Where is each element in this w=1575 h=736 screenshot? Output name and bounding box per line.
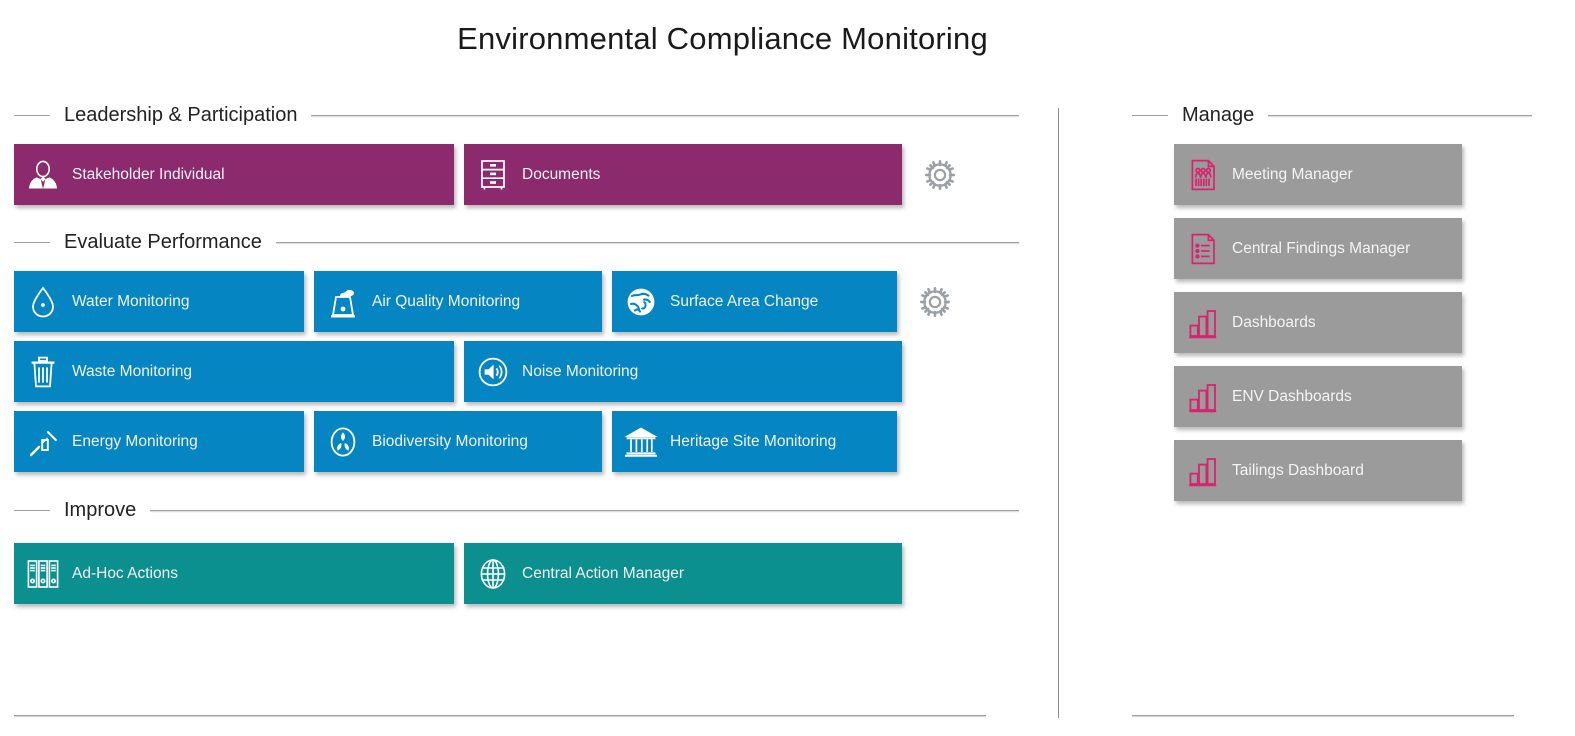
right-column: Manage Me xyxy=(1132,98,1532,514)
tile-biodiversity-monitoring[interactable]: Biodiversity Monitoring xyxy=(314,411,602,472)
leaves-icon xyxy=(314,425,372,459)
rule-long xyxy=(275,241,1019,243)
tile-label: Meeting Manager xyxy=(1232,165,1353,183)
tile-row: Energy Monitoring Biodiversity Monitorin… xyxy=(14,411,1019,472)
rule-long xyxy=(1268,114,1532,116)
tile-central-findings-manager[interactable]: Central Findings Manager xyxy=(1174,218,1462,279)
section-header-improve: Improve xyxy=(14,493,1019,527)
power-plug-icon xyxy=(14,425,72,459)
tile-label: Documents xyxy=(522,165,601,183)
rule-short xyxy=(14,509,50,511)
meeting-document-icon xyxy=(1174,158,1232,192)
tile-energy-monitoring[interactable]: Energy Monitoring xyxy=(14,411,304,472)
binders-icon xyxy=(14,557,72,591)
globe-grid-icon xyxy=(464,557,522,591)
section-header-leadership: Leadership & Participation xyxy=(14,98,1019,132)
rule-short xyxy=(1132,114,1168,116)
tile-meeting-manager[interactable]: Meeting Manager xyxy=(1174,144,1462,205)
tile-label: Ad-Hoc Actions xyxy=(72,564,178,582)
section-label: Evaluate Performance xyxy=(64,231,262,253)
rule-long xyxy=(150,509,1019,511)
tile-air-quality-monitoring[interactable]: Air Quality Monitoring xyxy=(314,271,602,332)
left-column: Leadership & Participation Stakeholder I… xyxy=(14,98,1019,604)
tile-row: Waste Monitoring Noise Monitoring xyxy=(14,341,1019,402)
filing-cabinet-icon xyxy=(464,158,522,192)
water-drop-icon xyxy=(14,285,72,319)
section-label: Manage xyxy=(1182,104,1255,126)
bar-chart-icon xyxy=(1174,455,1232,487)
tile-label: Water Monitoring xyxy=(72,292,190,310)
tile-label: Heritage Site Monitoring xyxy=(670,432,837,450)
tile-noise-monitoring[interactable]: Noise Monitoring xyxy=(464,341,902,402)
bar-chart-icon xyxy=(1174,381,1232,413)
tile-label: Stakeholder Individual xyxy=(72,165,225,183)
tile-dashboards[interactable]: Dashboards xyxy=(1174,292,1462,353)
tile-row: Stakeholder Individual Documents xyxy=(14,144,1019,205)
tile-label: Dashboards xyxy=(1232,313,1316,331)
tile-label: Energy Monitoring xyxy=(72,432,198,450)
manage-tile-stack: Meeting Manager xyxy=(1132,144,1532,501)
tile-label: Surface Area Change xyxy=(670,292,819,310)
tile-water-monitoring[interactable]: Water Monitoring xyxy=(14,271,304,332)
trash-bin-icon xyxy=(14,355,72,389)
tile-label: Biodiversity Monitoring xyxy=(372,432,528,450)
tile-label: Air Quality Monitoring xyxy=(372,292,521,310)
tile-label: Waste Monitoring xyxy=(72,362,193,380)
tile-label: Tailings Dashboard xyxy=(1232,461,1364,479)
tile-heritage-site-monitoring[interactable]: Heritage Site Monitoring xyxy=(612,411,897,472)
globe-icon xyxy=(612,285,670,319)
rule-short xyxy=(14,241,50,243)
section-label: Improve xyxy=(64,499,137,521)
bottom-rule-left xyxy=(14,715,986,716)
tile-surface-area-change[interactable]: Surface Area Change xyxy=(612,271,897,332)
rule-long xyxy=(311,114,1019,116)
tile-central-action-manager[interactable]: Central Action Manager xyxy=(464,543,902,604)
tile-ad-hoc-actions[interactable]: Ad-Hoc Actions xyxy=(14,543,454,604)
tile-label: ENV Dashboards xyxy=(1232,387,1352,405)
section-label: Leadership & Participation xyxy=(64,104,298,126)
rule-short xyxy=(14,114,50,116)
settings-gear-leadership[interactable] xyxy=(912,144,968,205)
speaker-icon xyxy=(464,355,522,389)
temple-icon xyxy=(624,426,658,457)
column-divider xyxy=(1058,108,1059,718)
section-header-manage: Manage xyxy=(1132,98,1532,132)
bar-chart-icon xyxy=(1174,307,1232,339)
settings-gear-evaluate-performance[interactable] xyxy=(907,271,963,332)
tile-documents[interactable]: Documents xyxy=(464,144,902,205)
findings-list-document-icon xyxy=(1174,232,1232,266)
tile-label: Noise Monitoring xyxy=(522,362,639,380)
tile-stakeholder-individual[interactable]: Stakeholder Individual xyxy=(14,144,454,205)
tile-row: Ad-Hoc Actions Central Action Manager xyxy=(14,543,1019,604)
section-header-evaluate-performance: Evaluate Performance xyxy=(14,225,1019,259)
tile-tailings-dashboard[interactable]: Tailings Dashboard xyxy=(1174,440,1462,501)
bottom-rule-right xyxy=(1132,715,1514,716)
page-title: Environmental Compliance Monitoring xyxy=(457,21,988,56)
tile-env-dashboards[interactable]: ENV Dashboards xyxy=(1174,366,1462,427)
factory-icon xyxy=(314,285,372,319)
tile-row: Water Monitoring Air Quality Monitoring xyxy=(14,271,1019,332)
tile-label: Central Findings Manager xyxy=(1232,239,1411,257)
tile-waste-monitoring[interactable]: Waste Monitoring xyxy=(14,341,454,402)
tile-label: Central Action Manager xyxy=(522,564,684,582)
person-icon xyxy=(14,158,72,192)
